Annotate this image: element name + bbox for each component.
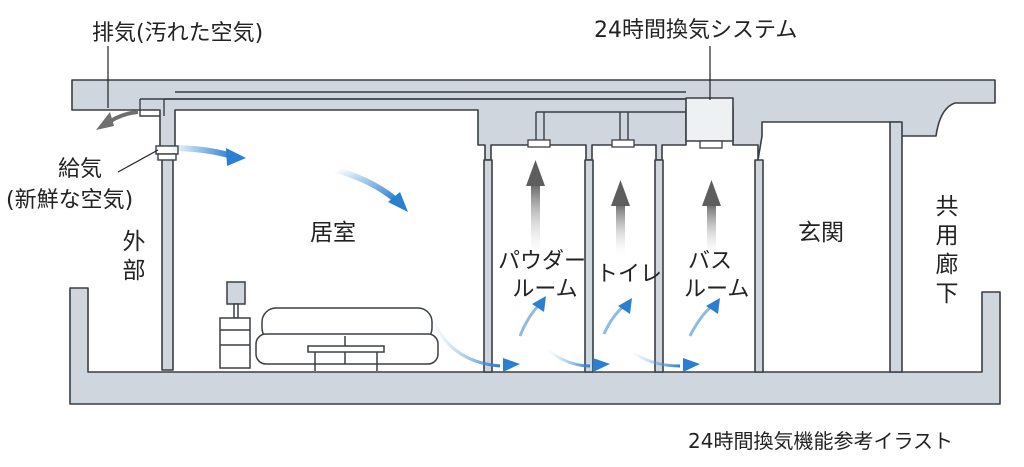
arrow-up-toilet (611, 180, 630, 206)
wall-entrance (889, 121, 903, 373)
building-structure (69, 79, 1001, 405)
powder-room-label: パウダールーム (498, 249, 587, 302)
arrow-supply (226, 148, 246, 166)
arrow-up-bath (702, 180, 721, 206)
floor-slab (69, 287, 1001, 405)
bath-room-label: バスルーム (684, 249, 750, 302)
supply-sub-label: (新鮮な空気) (6, 188, 134, 213)
ventilation-unit (685, 97, 734, 142)
toilet-label: トイレ (596, 262, 663, 287)
exhaust-label: 排気(汚れた空気) (92, 21, 264, 46)
wall-bath (754, 159, 764, 373)
exhaust-arrows (96, 110, 721, 260)
outside-label: 外部 (122, 229, 146, 284)
side-table (219, 317, 251, 369)
furniture (219, 281, 439, 371)
ducts (139, 91, 686, 140)
living-room-label: 居室 (310, 220, 356, 246)
entrance-label: 玄関 (798, 220, 844, 246)
supply-label: 給気 (58, 157, 103, 182)
caption: 24時間換気機能参考イラスト (688, 429, 954, 453)
wall-toilet-right (654, 159, 664, 373)
leader-lines (107, 46, 711, 173)
arrow-up-powder (526, 160, 545, 186)
arrow-living (388, 192, 408, 212)
fresh-air-arrows (167, 145, 720, 372)
wall-powder (483, 159, 493, 373)
exhaust-grilles (527, 139, 723, 149)
corridor-label: 共用廊下 (935, 194, 959, 307)
outer-wall (161, 149, 174, 371)
coffee-table (307, 345, 385, 353)
system-label: 24時間換気システム (594, 18, 798, 43)
lamp-shade (226, 281, 246, 305)
wall-toilet-left (584, 159, 594, 373)
